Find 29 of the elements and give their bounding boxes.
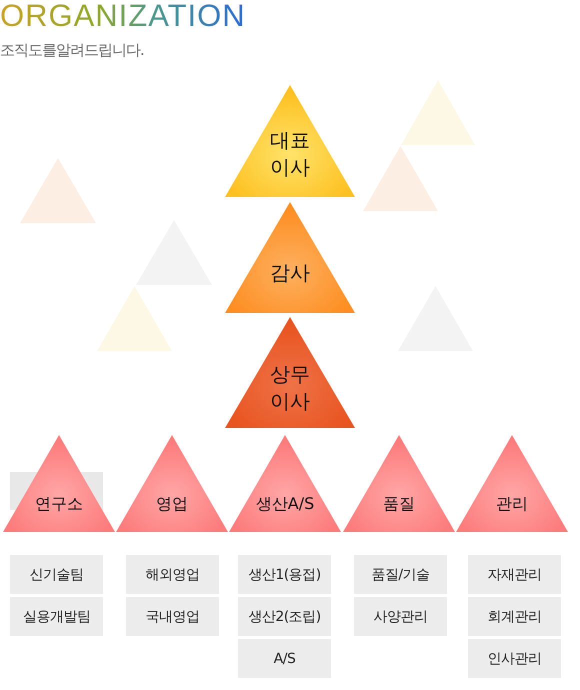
team-box: 해외영업 (126, 555, 219, 594)
team-box: 국내영업 (126, 597, 219, 636)
position-triangle (225, 202, 355, 313)
position-title: 감사 (269, 260, 311, 287)
department-triangle (456, 435, 568, 532)
department-triangle (116, 435, 228, 532)
position-triangle (225, 85, 355, 197)
department-name: 생산A/S (254, 493, 316, 515)
team-box: 회계관리 (468, 597, 561, 636)
department-name: 연구소 (34, 493, 84, 515)
subtitle: 조직도를알려드립니다. (0, 40, 144, 60)
team-box: 신기술팀 (10, 555, 103, 594)
team-box: 생산2(조립) (238, 597, 331, 636)
position-title: 상무 이사 (269, 361, 311, 416)
department-name: 영업 (155, 493, 189, 515)
team-box: A/S (238, 639, 331, 678)
position-title: 대표 이사 (269, 127, 311, 182)
team-box: 자재관리 (468, 555, 561, 594)
department-name: 관리 (495, 493, 529, 515)
department-name: 품질 (382, 493, 416, 515)
team-box: 사양관리 (354, 597, 447, 636)
position-triangle (225, 317, 355, 428)
team-box: 실용개발팀 (10, 597, 103, 636)
department-triangle (3, 435, 115, 532)
team-box: 품질/기술 (354, 555, 447, 594)
team-box: 인사관리 (468, 639, 561, 678)
department-triangle (229, 435, 341, 532)
department-triangle (343, 435, 455, 532)
team-box: 생산1(용접) (238, 555, 331, 594)
